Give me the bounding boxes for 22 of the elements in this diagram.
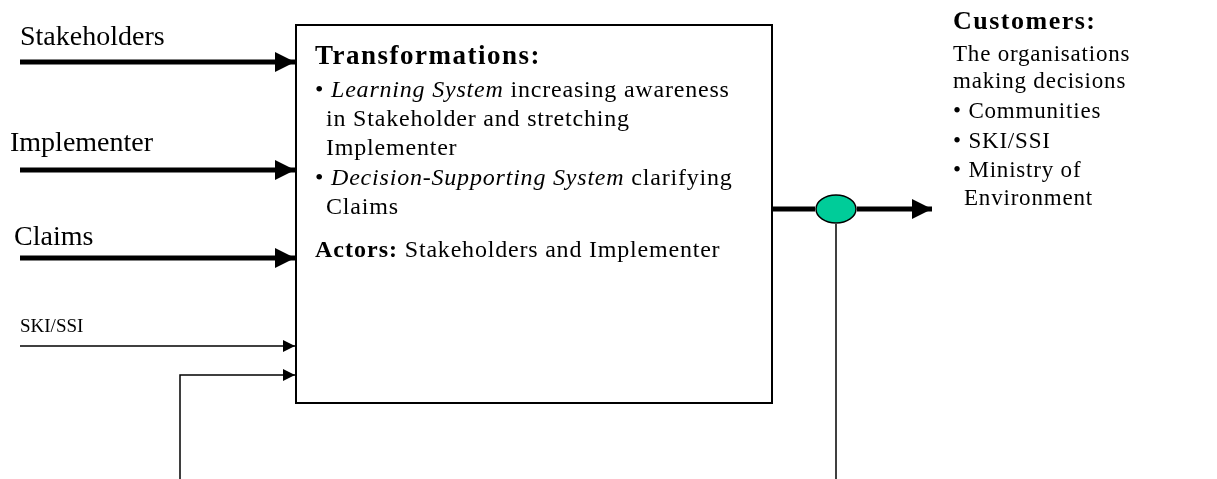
customer-text: The organisations making decisions [953, 39, 1132, 96]
bullet-text: • Decision-Supporting System clarifying Claims [315, 163, 734, 222]
edge-label: Implementer [10, 128, 154, 156]
edge-label: Stakeholders [20, 22, 165, 50]
arrow [179, 369, 296, 479]
arrow [20, 160, 295, 180]
arrow [857, 199, 932, 219]
node-heading: Customers: [953, 6, 1098, 36]
arrow [19, 340, 296, 352]
process-box [295, 24, 773, 404]
customer-text: • SKI/SSI [953, 126, 1052, 155]
edge-label: SKI/SSI [20, 316, 84, 335]
connector-line [773, 206, 815, 212]
junction-ellipse [815, 194, 857, 224]
edge-label: Claims [14, 222, 94, 250]
customer-text: • Communities [953, 97, 1103, 125]
arrow [20, 248, 295, 268]
bullet-text: Actors: Stakeholders and Implementer [315, 235, 722, 264]
connector-line [835, 223, 837, 479]
node-heading: Transformations: [315, 40, 542, 72]
arrow [20, 52, 295, 72]
customer-text: • Ministry of Environment [953, 156, 1094, 212]
